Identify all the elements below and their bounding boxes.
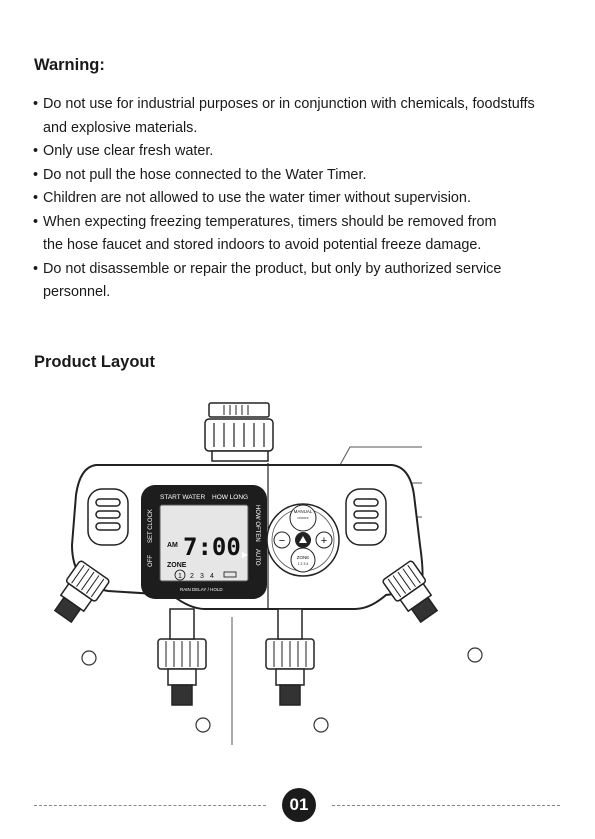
zone-label: ZONE bbox=[167, 562, 187, 569]
plus-icon: + bbox=[321, 535, 327, 547]
product-layout-heading: Product Layout bbox=[34, 353, 156, 371]
manual-label: MANUAL bbox=[294, 509, 313, 514]
footer-divider-left bbox=[34, 805, 266, 806]
control-panel: START WATER HOW LONG SET CLOCK OFF HOW O… bbox=[141, 485, 267, 599]
how-long-label: HOW LONG bbox=[212, 494, 248, 501]
auto-label: AUTO bbox=[254, 549, 260, 566]
warning-item: •Do not disassemble or repair the produc… bbox=[33, 258, 578, 305]
warning-item: •Do not use for industrial purposes or i… bbox=[33, 93, 578, 140]
zone-selected-ring bbox=[174, 569, 186, 581]
callout-circles bbox=[81, 647, 483, 733]
warning-item: •Only use clear fresh water. bbox=[33, 140, 578, 164]
outlet-left bbox=[53, 560, 110, 624]
warning-item: •Do not pull the hose connected to the W… bbox=[33, 164, 578, 188]
callout-circle bbox=[195, 717, 211, 733]
off-label: OFF bbox=[148, 555, 154, 567]
warning-item: •Children are not allowed to use the wat… bbox=[33, 187, 578, 211]
callout-circle bbox=[81, 650, 97, 666]
warning-item: •When expecting freezing temperatures, t… bbox=[33, 211, 578, 258]
callout-circle bbox=[467, 647, 483, 663]
plus-button[interactable]: + bbox=[315, 531, 333, 549]
am-label: AM bbox=[167, 542, 178, 549]
warning-heading: Warning: bbox=[34, 56, 105, 74]
bullet: • bbox=[33, 143, 39, 159]
page-number: 01 bbox=[282, 788, 316, 822]
button-cluster: MANUAL ON/OFF − + ZONE 1 2 3 4 bbox=[266, 503, 340, 577]
right-grip bbox=[345, 488, 387, 546]
zone-number: 2 bbox=[190, 573, 194, 580]
bullet: • bbox=[33, 190, 39, 206]
callout-circle bbox=[313, 717, 329, 733]
zone-number: 3 bbox=[200, 573, 204, 580]
minus-icon: − bbox=[279, 535, 285, 547]
triangle-up-icon bbox=[299, 536, 307, 543]
start-water-label: START WATER bbox=[160, 494, 205, 501]
set-clock-label: SET CLOCK bbox=[148, 509, 154, 543]
outlet-center-left bbox=[157, 638, 207, 706]
callout-line bbox=[339, 446, 422, 466]
faucet-connector bbox=[204, 402, 274, 462]
zone-number: 4 bbox=[210, 573, 214, 580]
zone-button[interactable]: ZONE 1 2 3 4 bbox=[290, 547, 316, 573]
bullet: • bbox=[33, 213, 39, 230]
play-arrow-icon bbox=[242, 552, 248, 558]
bullet: • bbox=[33, 166, 39, 183]
manual-button[interactable]: MANUAL ON/OFF bbox=[289, 504, 317, 532]
product-layout-diagram: START WATER HOW LONG SET CLOCK OFF HOW O… bbox=[53, 402, 483, 745]
how-often-label: HOW OFTEN bbox=[254, 505, 260, 542]
outlet-right bbox=[382, 560, 439, 624]
warning-list: •Do not use for industrial purposes or i… bbox=[33, 93, 578, 305]
time-display: 7:00 bbox=[183, 533, 241, 561]
ok-button[interactable] bbox=[295, 532, 311, 548]
zone-number: 1 bbox=[178, 573, 182, 580]
bullet: • bbox=[33, 96, 39, 112]
rain-delay-label: RAIN DELAY / HOLD bbox=[180, 587, 223, 592]
battery-icon bbox=[223, 571, 237, 578]
page-footer: 01 bbox=[0, 788, 595, 822]
left-grip bbox=[87, 488, 129, 546]
minus-button[interactable]: − bbox=[273, 531, 291, 549]
zone-button-numbers: 1 2 3 4 bbox=[298, 562, 309, 566]
footer-divider-right bbox=[332, 805, 560, 806]
outlet-center-right bbox=[265, 638, 315, 706]
zone-button-label: ZONE bbox=[297, 555, 310, 560]
on-off-label: ON/OFF bbox=[297, 516, 308, 520]
bullet: • bbox=[33, 260, 39, 277]
outlet-stems bbox=[169, 608, 303, 640]
